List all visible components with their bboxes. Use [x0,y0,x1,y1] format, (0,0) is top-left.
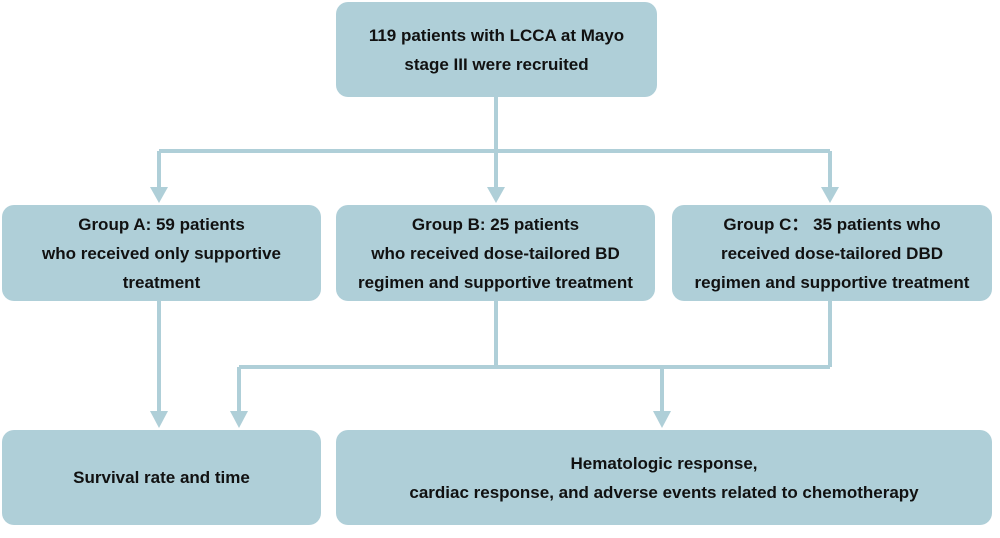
group-c-line: received dose-tailored DBD [720,243,943,263]
arrowhead-group-a-to-survival [150,411,168,428]
connector-recruit-to-groups [157,97,832,190]
response-outcome-line: Hematologic response, [570,453,758,473]
recruitment-box: 119 patients with LCCA at Mayo stage III… [336,2,657,97]
group-a-line: Group A: 59 patients [78,214,245,234]
recruitment-line: stage III were recruited [404,54,589,74]
arrowhead-to-group-b [487,187,505,203]
survival-outcome-line: Survival rate and time [73,468,250,487]
group-c-line: Group C： 35 patients who [723,214,941,234]
group-b-line: Group B: 25 patients [411,214,580,234]
group-a-line: who received only supportive [41,243,281,263]
arrowhead-groups-to-response [653,411,671,428]
response-outcome-line: cardiac response, and adverse events rel… [409,482,919,502]
survival-outcome-box: Survival rate and time [2,430,321,525]
arrowhead-groups-to-survival [230,411,248,428]
recruitment-line: 119 patients with LCCA at Mayo [368,25,625,45]
response-outcome-box: Hematologic response, cardiac response, … [336,430,992,525]
group-c-box: Group C： 35 patients who received dose-t… [672,205,992,301]
group-c-line: regimen and supportive treatment [694,272,970,292]
arrowhead-to-group-c [821,187,839,203]
group-b-line: who received dose-tailored BD [371,243,620,263]
group-a-line: treatment [122,272,201,292]
arrowhead-to-group-a [150,187,168,203]
group-a-box: Group A: 59 patients who received only s… [2,205,321,301]
connector-groups-bc-to-outcomes [237,301,832,413]
group-b-line: regimen and supportive treatment [358,272,633,292]
group-b-box: Group B: 25 patients who received dose-t… [336,205,655,301]
